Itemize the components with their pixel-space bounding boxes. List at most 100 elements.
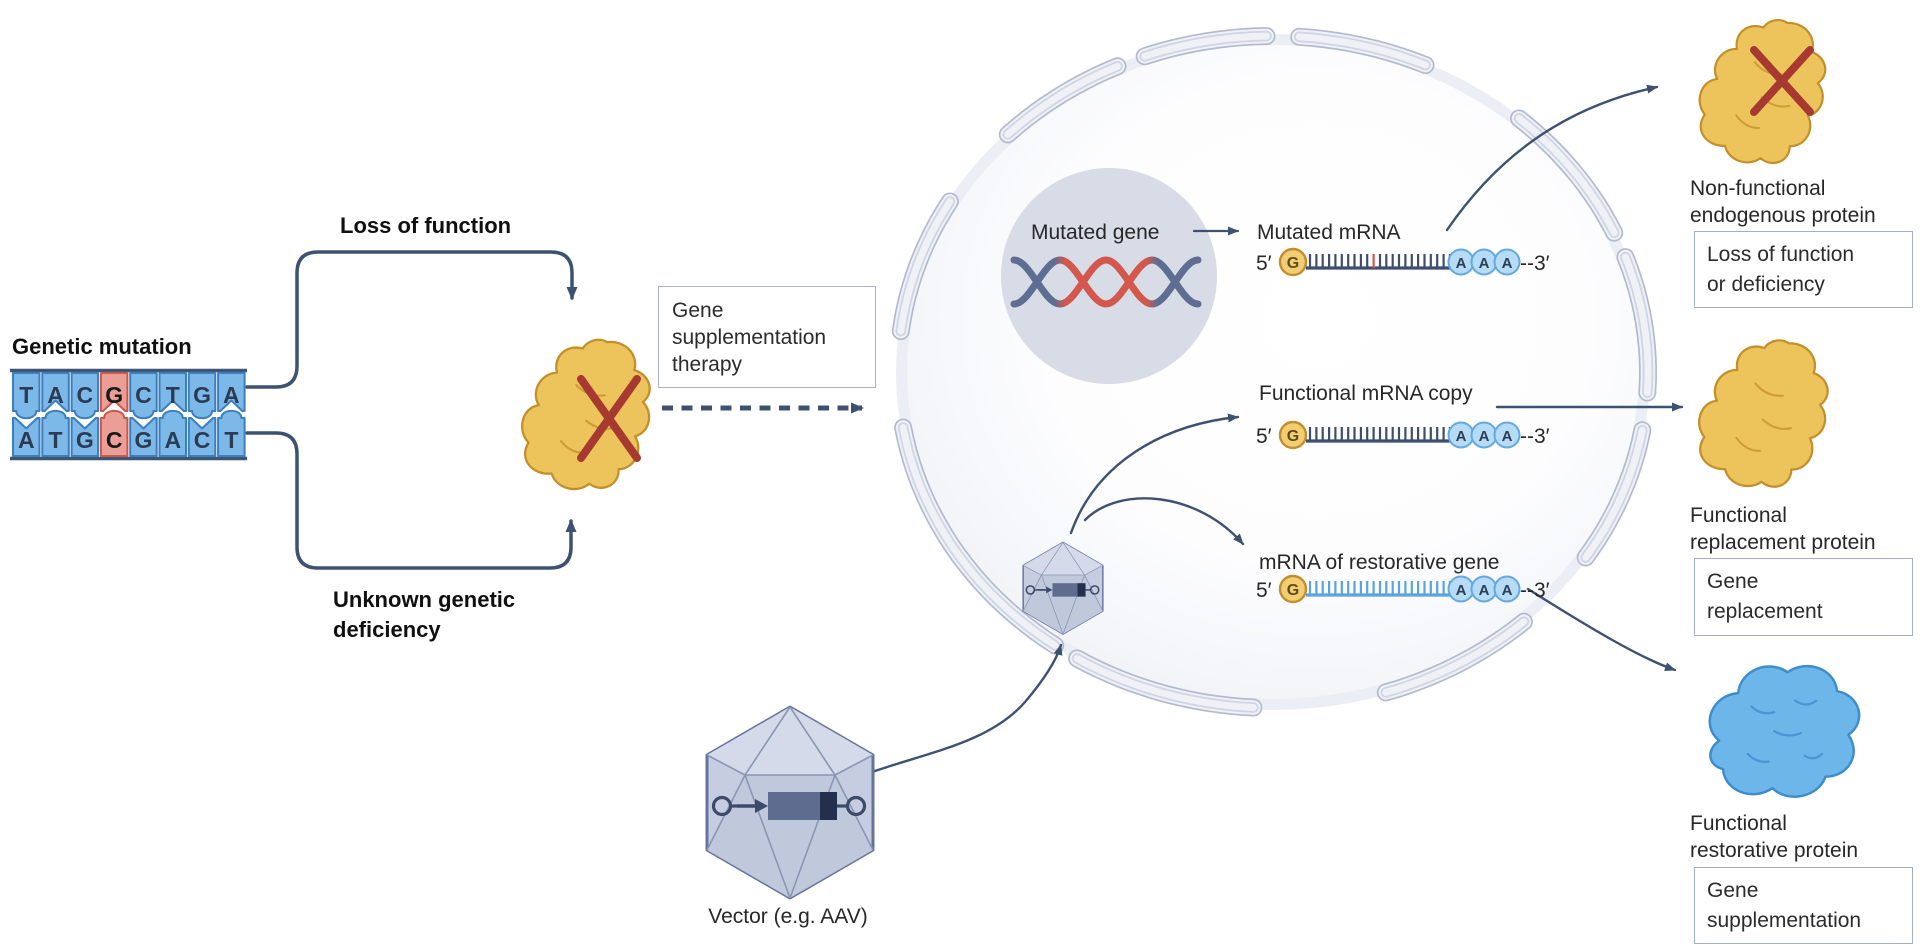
- dna-base-letter: A: [18, 427, 35, 453]
- gene-supplementation-box: Gene supplementation: [1694, 867, 1913, 944]
- replacement-line2: replacement protein: [1690, 531, 1876, 554]
- svg-text:A: A: [1479, 255, 1490, 272]
- dna-base-letter: G: [135, 427, 153, 453]
- svg-text:A: A: [1456, 255, 1467, 272]
- nonfunctional-endogenous-protein-icon: [1685, 4, 1840, 179]
- dna-base-tile: [129, 372, 158, 420]
- replacement-box-line1: Gene: [1707, 570, 1759, 593]
- dna-base-letter: A: [164, 427, 181, 453]
- bracket-unknown-deficiency: [245, 431, 577, 570]
- dna-base-letter: C: [77, 382, 94, 408]
- dna-base-tile: [217, 409, 246, 457]
- membrane-segment: [1621, 253, 1652, 396]
- loss-of-function-box: Loss of function or deficiency: [1694, 231, 1913, 308]
- gene-supplementation-therapy-box: Gene supplementation therapy: [658, 286, 876, 388]
- dna-base-tile: [187, 372, 217, 420]
- vector-label: Vector (e.g. AAV): [708, 905, 868, 928]
- genetic-mutation-label: Genetic mutation: [12, 334, 192, 359]
- bracket-loss-of-function: [245, 250, 578, 389]
- poly-a-icon: [1493, 575, 1521, 603]
- supplementation-box-line2: supplementation: [1707, 909, 1862, 932]
- dna-base-tile: [41, 409, 70, 457]
- membrane-segment: [1382, 618, 1528, 696]
- svg-text:A: A: [1479, 582, 1490, 599]
- unknown-genetic-deficiency-label: Unknown genetic deficiency: [333, 585, 515, 645]
- restorative-mrna-label: mRNA of restorative gene: [1259, 551, 1500, 574]
- supplementation-box-line1: Gene: [1707, 879, 1759, 902]
- arrow-vector-to-functional-copy: [1069, 413, 1240, 535]
- dna-base-letter: C: [194, 427, 211, 453]
- dna-base-tile: [158, 409, 187, 457]
- membrane-segment: [1004, 62, 1121, 138]
- functional-mrna-copy-label: Functional mRNA copy: [1259, 382, 1473, 405]
- dna-base-tile: [70, 417, 100, 457]
- cell-membrane-segments: [891, 27, 1658, 717]
- mutated-gene-label: Mutated gene: [1031, 221, 1160, 244]
- svg-text:5′: 5′: [1256, 252, 1272, 275]
- five-prime-cap-icon: [1278, 247, 1308, 277]
- dna-rails: [10, 368, 247, 461]
- membrane-segment: [1582, 426, 1646, 561]
- replacement-box-line2: replacement: [1707, 600, 1823, 623]
- dna-base-tile: [129, 417, 158, 457]
- mutated-mrna-label: Mutated mRNA: [1257, 221, 1401, 244]
- svg-text:A: A: [1502, 255, 1513, 272]
- svg-text:A: A: [1456, 428, 1467, 445]
- replacement-line1: Functional: [1690, 504, 1787, 527]
- loss-of-function-label: Loss of function: [340, 213, 512, 238]
- arrows: [245, 84, 1684, 774]
- unknown-genetic-line1: Unknown genetic: [333, 587, 516, 612]
- svg-text:A: A: [1502, 428, 1513, 445]
- arrow-vector-entry-into-cell: [870, 643, 1063, 774]
- loss-box-line1: Loss of function: [1707, 243, 1855, 266]
- dna-base-tile: [12, 372, 41, 420]
- therapy-box-line2: supplementation: [672, 326, 827, 349]
- arrow-restorative-mrna-to-protein: [1526, 587, 1677, 672]
- aav-vector-icon: [705, 705, 875, 900]
- mutant-protein-icon: [511, 327, 663, 502]
- dna-base-tile: [99, 409, 129, 457]
- svg-text:A: A: [1502, 582, 1513, 599]
- membrane-segment: [1295, 33, 1429, 69]
- poly-a-icon: [1493, 421, 1521, 449]
- cross-icon: [577, 375, 641, 462]
- nonfunctional-line2: endogenous protein: [1690, 204, 1876, 227]
- dna-base-letter: G: [105, 382, 123, 408]
- svg-text:A: A: [1456, 582, 1467, 599]
- functional-replacement-protein-icon: [1684, 324, 1843, 503]
- svg-text:--3′: --3′: [1520, 252, 1550, 275]
- svg-text:A: A: [1479, 428, 1490, 445]
- dna-base-tile: [158, 372, 187, 412]
- dna-base-letter: G: [76, 427, 94, 453]
- therapy-box-line1: Gene: [672, 299, 724, 322]
- loss-box-line2: or deficiency: [1707, 273, 1825, 296]
- dna-base-letter: A: [47, 382, 64, 408]
- gene-replacement-box: Gene replacement: [1694, 558, 1913, 636]
- nucleus: [1001, 168, 1217, 384]
- restorative-line2: restorative protein: [1690, 839, 1859, 862]
- svg-text:--3′: --3′: [1520, 579, 1550, 602]
- mutated-gene-helix-icon: [1010, 256, 1202, 308]
- dna-base-letter: A: [223, 382, 240, 408]
- svg-text:5′: 5′: [1256, 579, 1272, 602]
- functional-restorative-protein-icon: [1708, 664, 1861, 798]
- dna-base-letter: G: [193, 382, 211, 408]
- five-prime-cap-icon: [1278, 574, 1308, 604]
- poly-a-icon: [1493, 248, 1521, 276]
- membrane-segment: [1141, 32, 1270, 60]
- five-prime-cap-icon: [1278, 420, 1308, 450]
- dna-base-letter: T: [224, 427, 238, 453]
- arrow-mrna-to-nonfunctional-protein: [1445, 84, 1659, 232]
- arrow-vector-to-restorative-mrna: [1083, 497, 1245, 546]
- membrane-segment: [1515, 114, 1618, 237]
- dna-base-letter: C: [135, 382, 152, 408]
- dna-base-letter: T: [49, 427, 63, 453]
- svg-text:5′: 5′: [1256, 425, 1272, 448]
- cross-icon: [1750, 46, 1814, 116]
- dna-base-tile: [41, 372, 70, 412]
- membrane-segment: [897, 198, 954, 335]
